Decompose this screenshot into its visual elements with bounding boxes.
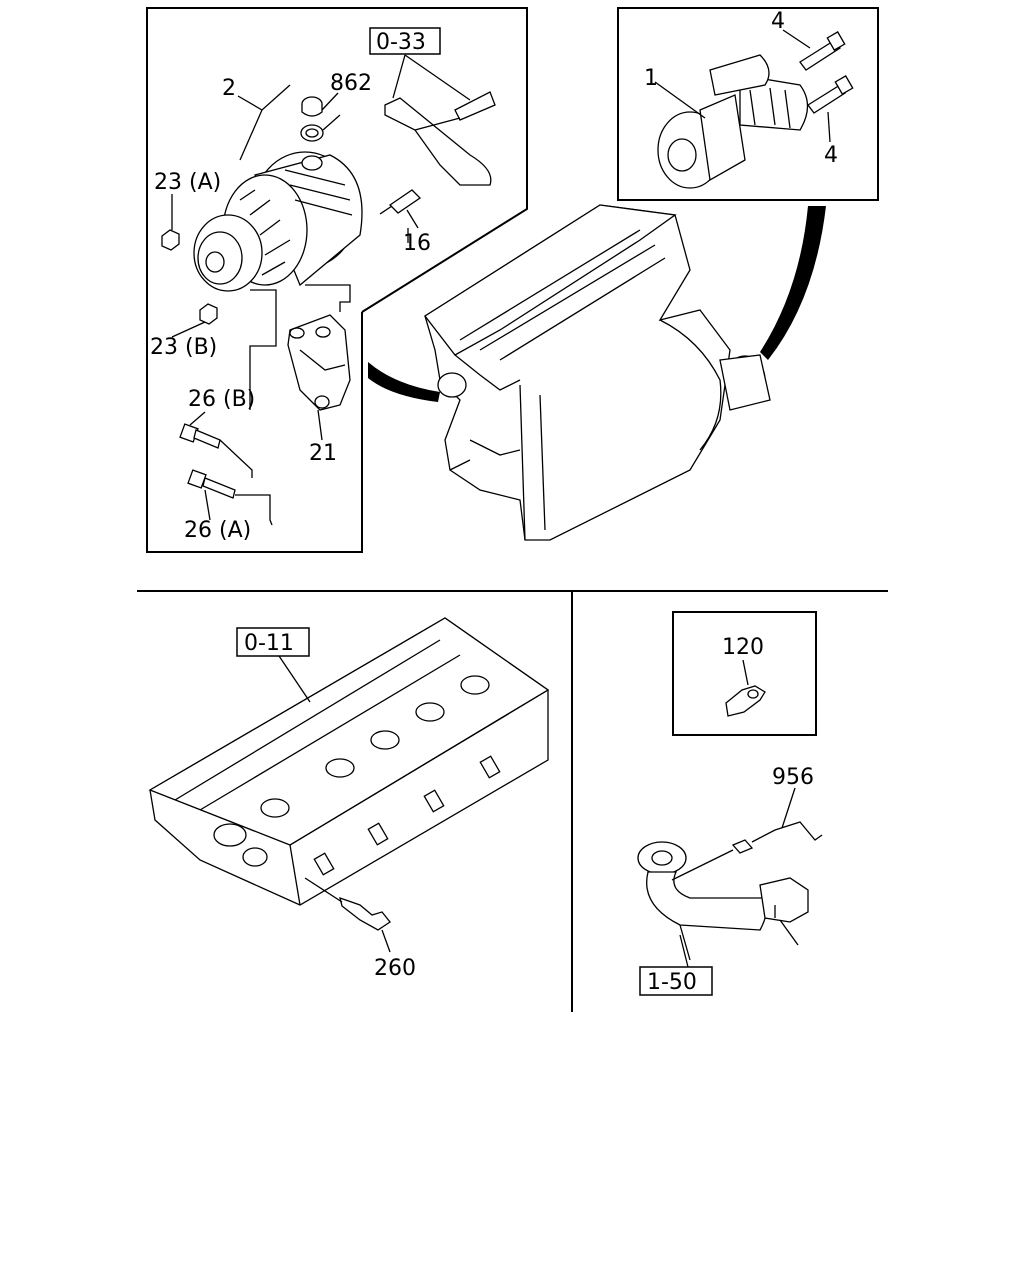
- callout-260: 260: [374, 956, 416, 981]
- callout-starter: 1: [644, 66, 658, 91]
- callout-150: 1-50: [647, 970, 697, 995]
- callout-4-top: 4: [771, 9, 785, 34]
- starter-location-arrow: [760, 206, 826, 360]
- callout-011: 0-11: [244, 631, 294, 656]
- alternator: [193, 151, 363, 292]
- clip-120-panel: [672, 611, 817, 736]
- callout-120: 120: [722, 635, 764, 660]
- starter-bolt-bottom: [807, 75, 854, 114]
- cylinder-head: [148, 617, 550, 906]
- sensor-956: [671, 787, 823, 881]
- callout-alternator: 2: [222, 76, 236, 101]
- sensor-260: [304, 877, 391, 953]
- callout-23b: 23 (B): [150, 335, 217, 360]
- callout-26a: 26 (A): [184, 518, 251, 543]
- alternator-panel-frame: [146, 7, 528, 553]
- bolt-16: [379, 189, 422, 229]
- ref-box-011: [236, 627, 310, 657]
- assembly-lines: [219, 284, 351, 526]
- callout-16: 16: [403, 231, 431, 256]
- starter-bolt-top: [799, 31, 846, 71]
- callout-956: 956: [772, 765, 814, 790]
- bolt-26a: [187, 469, 236, 499]
- nut-23a: [161, 229, 180, 251]
- bracket-033: [384, 91, 496, 186]
- starter-motor: [657, 54, 809, 189]
- part-862: [300, 96, 341, 142]
- leader-lines: [171, 29, 831, 976]
- alternator-location-arrow: [368, 362, 440, 402]
- ref-box-150: [639, 966, 713, 996]
- engine-block: [424, 204, 771, 541]
- callout-4-bottom: 4: [824, 143, 838, 168]
- callout-26b: 26 (B): [188, 387, 255, 412]
- nut-23b: [199, 303, 218, 325]
- clip-120: [725, 659, 766, 717]
- callout-033: 0-33: [376, 30, 426, 55]
- exhaust-pipe: [637, 841, 809, 961]
- bolt-26b: [179, 423, 221, 449]
- callout-23a: 23 (A): [154, 170, 221, 195]
- ref-box-033: [369, 27, 441, 55]
- bracket-21: [287, 314, 351, 411]
- callout-862: 862: [330, 71, 372, 96]
- callout-21: 21: [309, 441, 337, 466]
- starter-panel-frame: [617, 7, 879, 201]
